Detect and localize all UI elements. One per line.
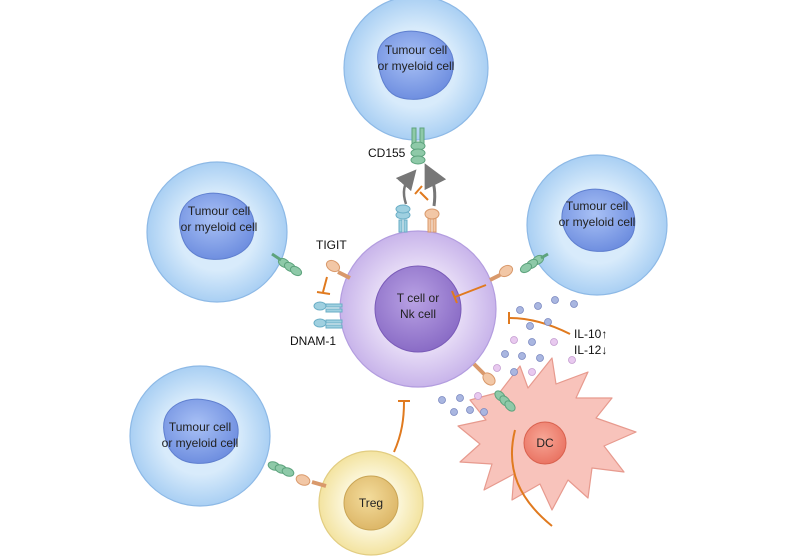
tumour-cell-right-label-1: Tumour cell [566,199,628,213]
cd155-receptor-top [410,127,426,165]
cytokine-dots [438,296,578,416]
tumour-cell-left-label-2: or myeloid cell [181,220,258,234]
il12-label: IL-12↓ [574,343,607,357]
dnam1-receptor-left [313,301,343,329]
dc-signal-curve [510,429,553,527]
activation-arrow-2 [424,163,447,207]
cd155-receptor-dc [494,390,516,412]
inhibition-il10 [508,312,571,335]
tumour-cell-top-label-2: or myeloid cell [378,59,455,73]
treg-label: Treg [359,496,383,510]
tumour-cell-top-label-1: Tumour cell [385,43,447,57]
cd155-receptor-right [519,252,549,274]
t-cell-label-2: Nk cell [400,307,436,321]
tumour-cell-top: Tumour cell or myeloid cell [343,0,489,141]
inhibition-treg [393,400,410,453]
inhibition-mark-top [414,185,429,201]
il10-label: IL-10↑ [574,327,607,341]
dnam1-label: DNAM-1 [290,334,336,348]
inhibition-tigit-dnam1 [316,276,331,295]
dc-label: DC [536,436,554,450]
tigit-receptor-treg [295,474,327,488]
dnam1-receptor-top [395,204,411,233]
tumour-cell-left: Tumour cell or myeloid cell [146,161,288,303]
tigit-receptor-left [325,259,351,280]
tumour-cell-bottom-label-2: or myeloid cell [162,436,239,450]
tumour-cell-right: Tumour cell or myeloid cell [526,154,668,296]
activation-arrow-1 [395,169,417,205]
tumour-cell-left-label-1: Tumour cell [188,204,250,218]
tigit-receptor-top [424,208,440,233]
cd155-receptor-left [271,252,303,277]
tigit-label: TIGIT [316,238,347,252]
treg-cell: Treg [318,450,424,556]
cd155-label: CD155 [368,146,406,160]
t-cell-label-1: T cell or [397,291,439,305]
inhibition-intracellular [451,284,487,304]
cd155-receptor-bottom [267,461,295,477]
tigit-receptor-right [489,264,514,282]
tumour-cell-bottom-label-1: Tumour cell [169,420,231,434]
tumour-cell-bottom: Tumour cell or myeloid cell [129,365,271,507]
tigit-receptor-lower-right [472,362,496,386]
tumour-cell-right-label-2: or myeloid cell [559,215,636,229]
t-cell: T cell or Nk cell [339,230,497,388]
